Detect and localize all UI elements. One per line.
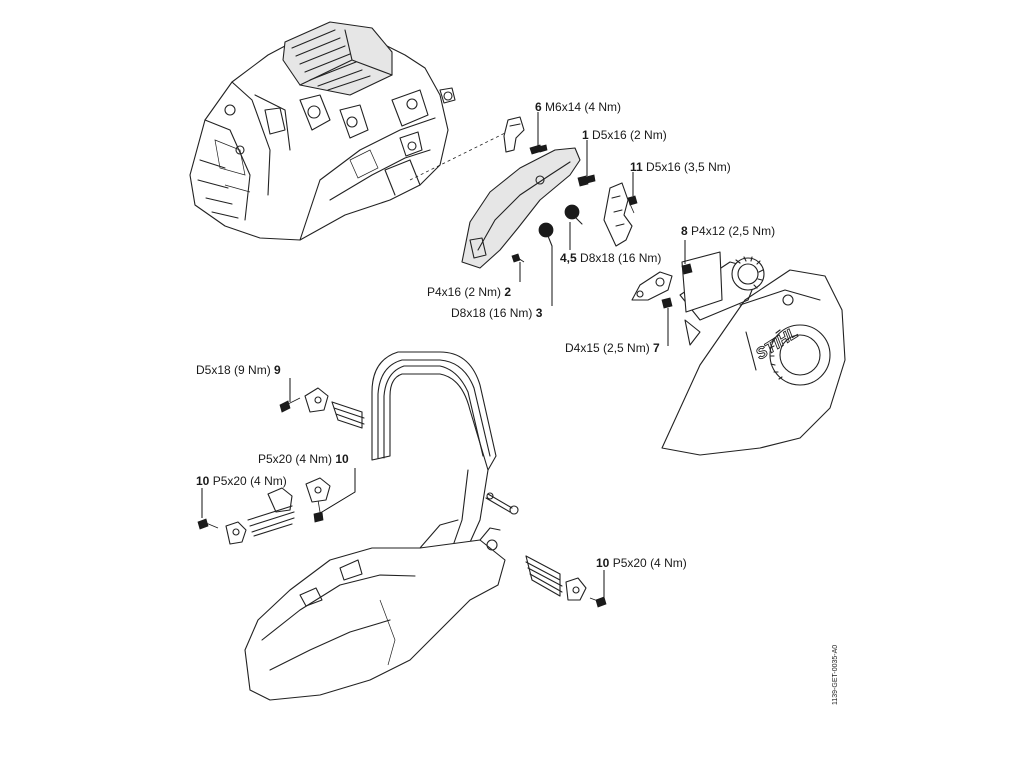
part-number: 3	[535, 306, 543, 320]
callout-8: 8 P4x12 (2,5 Nm)	[681, 224, 775, 238]
part-number: 7	[653, 341, 660, 355]
handle-bolt	[485, 492, 519, 515]
part-spec: D8x18 (16 Nm)	[580, 251, 662, 265]
annular-buffer-lower	[525, 555, 587, 601]
cover-plate	[461, 147, 581, 269]
part-number: 8	[681, 224, 688, 238]
part-spec: P5x20 (4 Nm)	[212, 474, 287, 488]
screw-icon	[197, 144, 693, 608]
chain-catcher-plate	[603, 182, 633, 247]
callout-7: D4x15 (2,5 Nm) 7	[565, 341, 660, 355]
handle-housing	[244, 519, 506, 701]
callout-9: D5x18 (9 Nm) 9	[196, 363, 281, 377]
document-id: 1139-GET-0035-A0	[832, 644, 839, 705]
part-number: 11	[630, 160, 643, 174]
engine-housing	[189, 21, 456, 241]
part-spec: D5x16 (3,5 Nm)	[646, 160, 731, 174]
part-number: 6	[535, 100, 542, 114]
part-number: 2	[504, 285, 512, 299]
annular-buffer-middle	[225, 477, 331, 545]
callout-10-left: 10 P5x20 (4 Nm)	[196, 474, 287, 488]
part-number: 10	[335, 452, 349, 466]
part-spec: P5x20 (4 Nm)	[258, 452, 333, 466]
callout-10-right: 10 P5x20 (4 Nm)	[596, 556, 687, 570]
part-spec: D4x15 (2,5 Nm)	[565, 341, 650, 355]
callout-1: 1 D5x16 (2 Nm)	[582, 128, 667, 142]
callout-2: P4x16 (2 Nm) 2	[427, 285, 511, 299]
part-spec: M6x14 (4 Nm)	[545, 100, 622, 114]
chain-sprocket-cover: STIHL	[661, 256, 846, 456]
part-number: 4,5	[560, 251, 577, 265]
annular-buffer-upper	[304, 387, 365, 429]
part-number: 9	[274, 363, 281, 377]
leader-lines	[201, 112, 686, 597]
part-number: 1	[582, 128, 589, 142]
callout-4-5: 4,5 D8x18 (16 Nm)	[560, 251, 661, 265]
tensioner-plate	[681, 251, 723, 313]
callout-6: 6 M6x14 (4 Nm)	[535, 100, 621, 114]
callout-10-middle: P5x20 (4 Nm) 10	[258, 452, 349, 466]
callout-11: 11 D5x16 (3,5 Nm)	[630, 160, 731, 174]
part-spec: P5x20 (4 Nm)	[612, 556, 687, 570]
part-spec: D8x18 (16 Nm)	[451, 306, 533, 320]
part-spec: P4x12 (2,5 Nm)	[691, 224, 776, 238]
part-number: 10	[596, 556, 610, 570]
tensioner-wheel	[731, 256, 765, 291]
part-spec: P4x16 (2 Nm)	[427, 285, 502, 299]
tensioner-slide	[631, 271, 673, 301]
part-number: 10	[196, 474, 210, 488]
chain-catcher	[503, 116, 525, 153]
callout-3: D8x18 (16 Nm) 3	[451, 306, 542, 320]
part-spec: D5x18 (9 Nm)	[196, 363, 271, 377]
part-spec: D5x16 (2 Nm)	[592, 128, 667, 142]
